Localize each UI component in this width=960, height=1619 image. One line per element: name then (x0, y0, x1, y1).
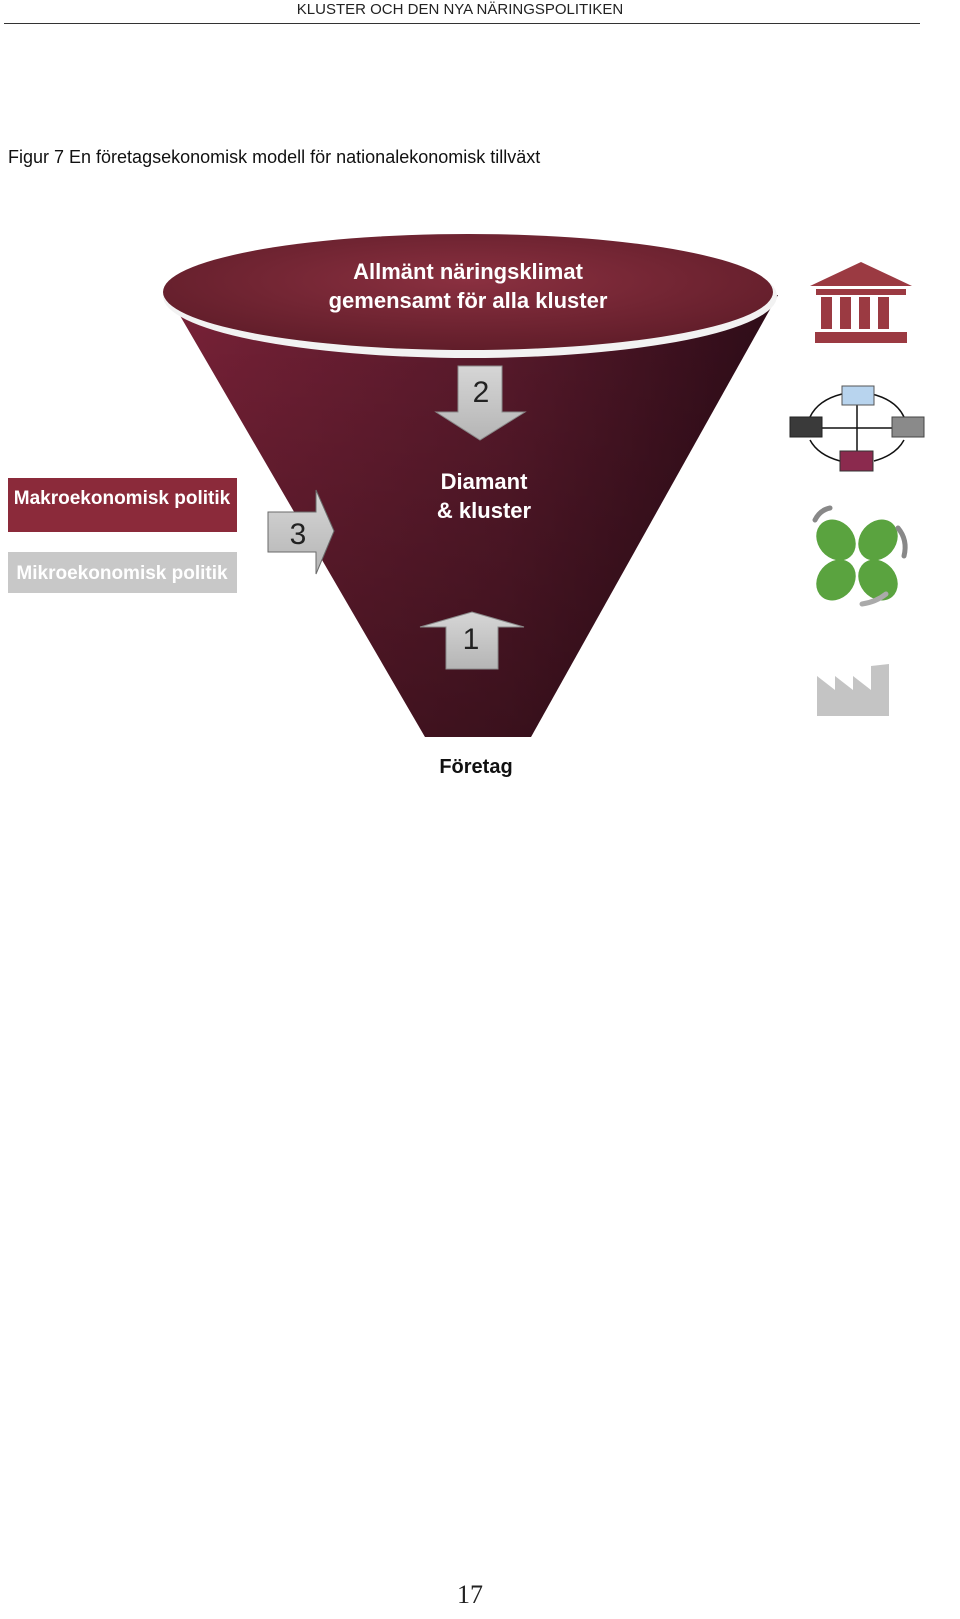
arrow-up-1: 1 (419, 611, 525, 670)
arrow-up-number: 1 (463, 623, 480, 656)
arrow-right-3: 3 (267, 489, 335, 575)
network-diagram-icon (789, 385, 925, 472)
figure-diagram: Allmänt näringsklimat gemensamt för alla… (8, 234, 925, 778)
government-building-icon (810, 262, 912, 343)
figure-caption: Figur 7 En företagsekonomisk modell för … (8, 147, 541, 167)
page-number: 17 (457, 1580, 483, 1609)
running-title: KLUSTER OCH DEN NYA NÄRINGSPOLITIKEN (296, 1, 624, 18)
arrow-right-number: 3 (290, 518, 307, 551)
header-rule (4, 23, 920, 24)
arrow-down-2: 2 (434, 365, 527, 441)
factory-icon (817, 664, 889, 716)
running-header: KLUSTER OCH DEN NYA NÄRINGSPOLITIKEN (0, 0, 960, 24)
cluster-leaves-icon (812, 505, 908, 607)
funnel-top (163, 234, 773, 350)
funnel-body-shade (168, 295, 778, 737)
arrow-down-number: 2 (473, 376, 490, 409)
macro-policy-label: Makroekonomisk politik (14, 488, 231, 509)
funnel-top-line2: gemensamt för alla kluster (329, 288, 608, 313)
micro-policy-box: Mikroekonomisk politik (8, 552, 237, 593)
funnel-top-line1: Allmänt näringsklimat (353, 259, 584, 284)
funnel: Allmänt näringsklimat gemensamt för alla… (163, 234, 778, 737)
micro-policy-label: Mikroekonomisk politik (16, 563, 228, 584)
macro-policy-box: Makroekonomisk politik (8, 478, 237, 532)
diamond-line2: & kluster (437, 498, 532, 523)
bottom-label-foretag: Företag (439, 756, 512, 778)
diamond-line1: Diamant (441, 469, 528, 494)
